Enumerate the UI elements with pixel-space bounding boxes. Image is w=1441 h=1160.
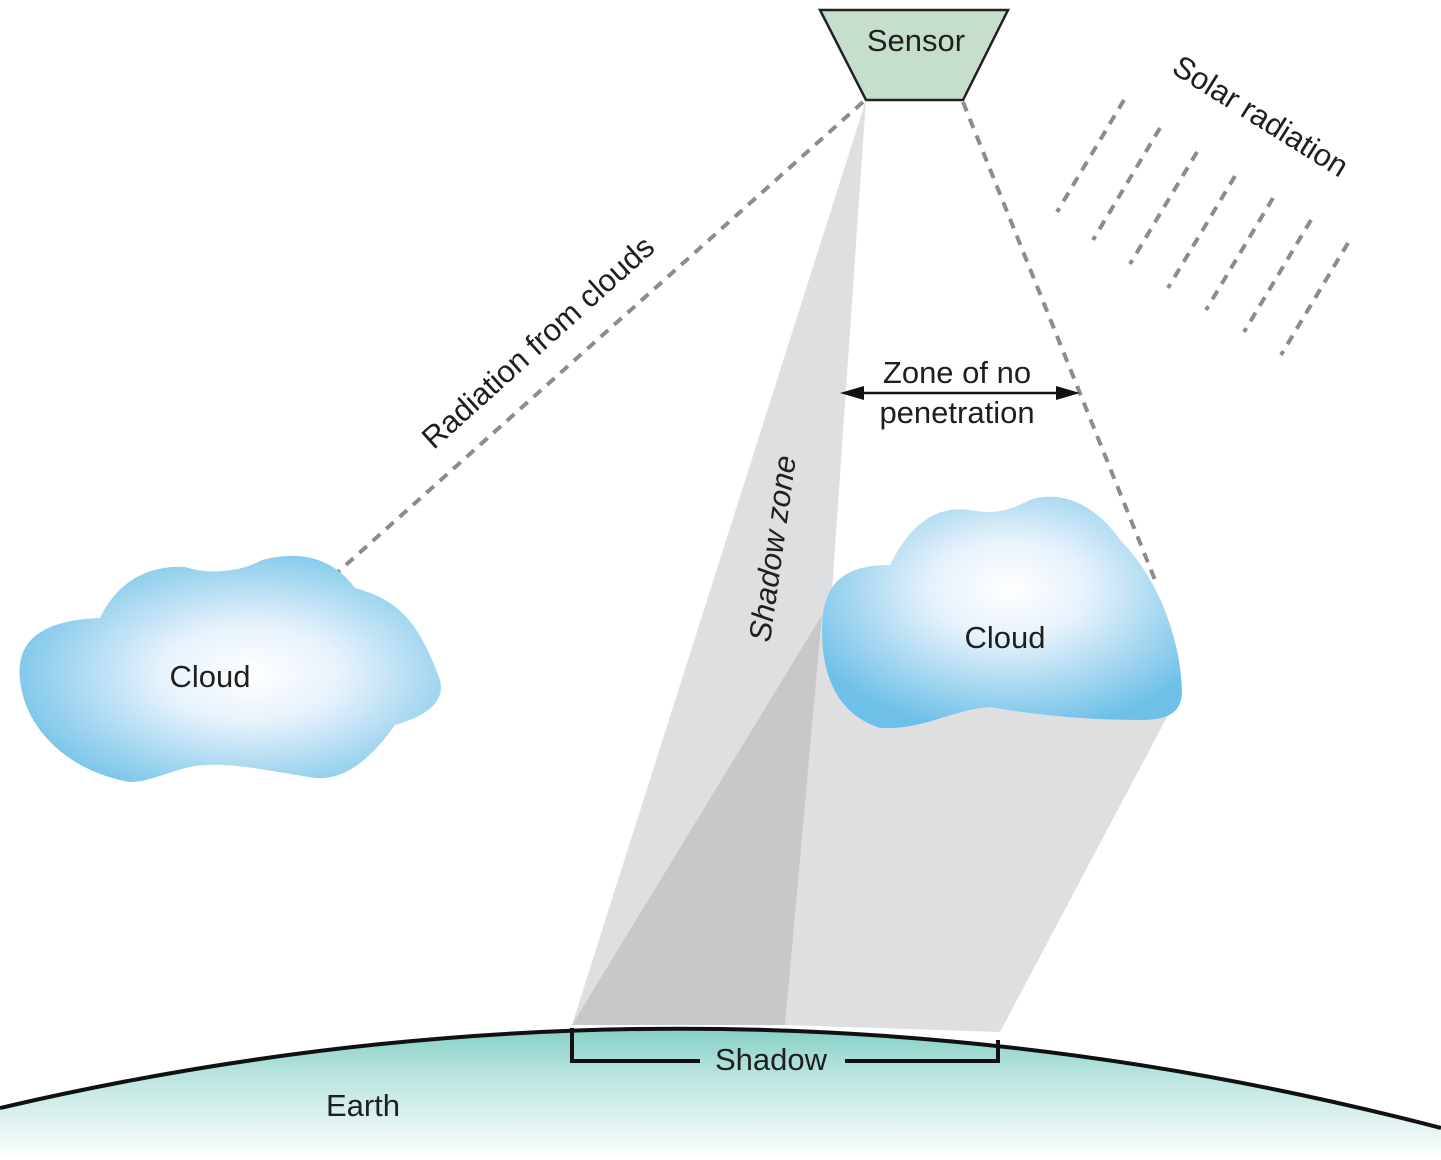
earth-surface <box>0 1028 1441 1160</box>
solar-radiation-label: Solar radiation <box>1167 48 1355 184</box>
earth-label: Earth <box>326 1088 400 1123</box>
radiation-from-clouds-line <box>336 100 865 574</box>
zone-of-no-penetration-label-line1: Zone of no <box>883 355 1031 390</box>
radiation-from-clouds-label: Radiation from clouds <box>415 229 661 456</box>
zone-of-no-penetration-arrow <box>840 386 1080 400</box>
solar-radiation-rays <box>1055 98 1350 357</box>
cloud-left-label: Cloud <box>170 659 251 694</box>
cloud-right-label: Cloud <box>965 620 1046 655</box>
sensor-view-edge-line <box>961 101 1157 581</box>
shadow-overlap-area <box>572 615 822 1025</box>
earth-horizon-line <box>0 1026 1441 1130</box>
shadow-bracket <box>570 1028 1000 1063</box>
cloud-left-shape <box>19 555 441 782</box>
cloud-right-shape <box>822 496 1182 729</box>
sensor-label: Sensor <box>867 23 965 58</box>
zone-of-no-penetration-label-line2: penetration <box>879 395 1034 430</box>
shadow-label: Shadow <box>715 1042 828 1077</box>
sensor-icon <box>817 8 1011 102</box>
